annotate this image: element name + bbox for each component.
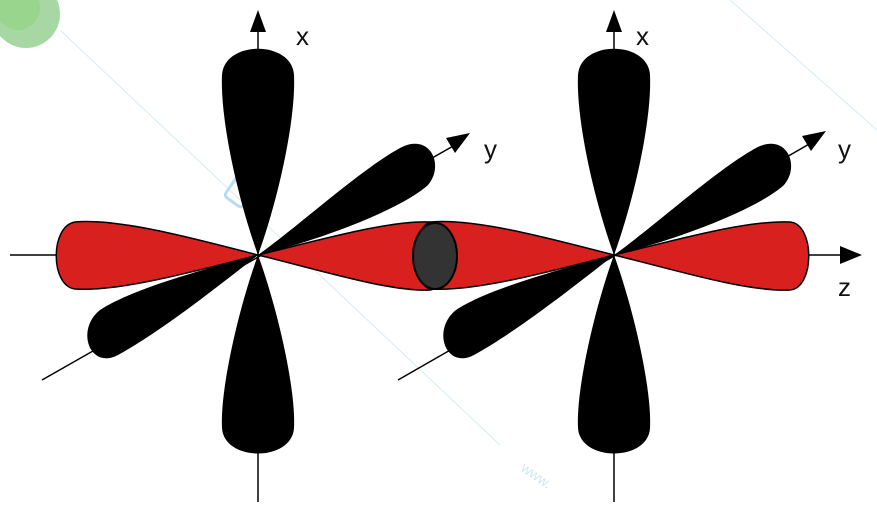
left-px-lobe-upper [221,48,295,255]
right-y-arrowhead [802,131,826,151]
z-label: z [838,272,851,302]
right-px-lobe-lower [577,255,651,454]
right-x-arrowhead [606,10,622,32]
left-atom [10,10,470,502]
left-py-lobe-lower-left [87,255,258,359]
sigma-overlap-region [412,222,458,290]
left-px-lobe-lower [221,255,295,454]
right-atom [397,10,862,502]
right-px-lobe-upper [577,48,651,255]
watermark-lines [59,0,877,446]
watermark-text: www. [517,459,554,492]
left-pz-lobe-left [55,220,261,291]
right-pz-lobe-right [613,221,810,291]
left-y-arrowhead [446,133,470,153]
right-py-lobe-upper-right [614,143,792,255]
left-py-lobe-upper-right [258,143,436,255]
right-py-lobe-lower-left [443,255,614,359]
left-y-label: y [484,134,497,164]
right-x-label: x [636,21,649,51]
z-arrowhead [840,246,862,264]
right-y-label: y [838,134,851,164]
corner-logo [0,0,60,48]
left-x-label: x [296,21,309,51]
left-x-arrowhead [250,10,266,32]
